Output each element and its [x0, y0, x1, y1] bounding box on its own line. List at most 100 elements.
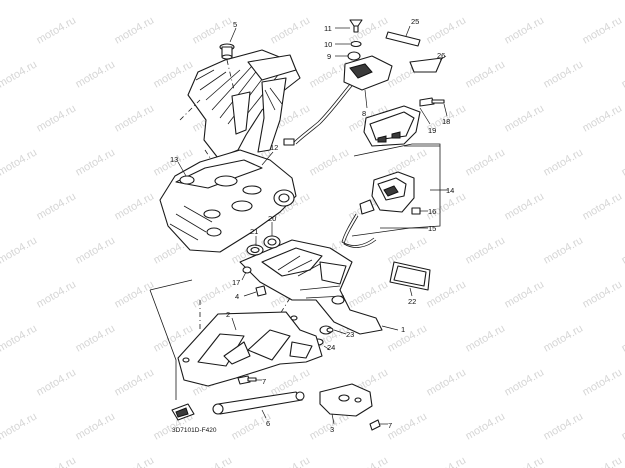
tail-light-group — [283, 19, 448, 147]
watermark-text: moto4.ru — [347, 454, 391, 468]
watermark-text: moto4.ru — [581, 366, 625, 398]
watermark-text: moto4.ru — [503, 454, 547, 468]
watermark-text: moto4.ru — [35, 102, 79, 134]
watermark-text: moto4.ru — [152, 0, 196, 3]
watermark-text: moto4.ru — [464, 58, 508, 90]
watermark-text: moto4.ru — [464, 234, 508, 266]
part-13-washer — [179, 175, 195, 185]
callout-7-left: 7 — [262, 377, 266, 386]
part-7-screw-left — [237, 375, 262, 385]
callout-25: 25 — [411, 17, 419, 26]
callout-22: 22 — [408, 297, 416, 306]
watermark-text: moto4.ru — [308, 146, 352, 178]
part-3-retainer — [319, 383, 373, 425]
watermark-text: moto4.ru — [386, 322, 430, 354]
watermark-text: moto4.ru — [74, 58, 118, 90]
watermark-text: moto4.ru — [0, 410, 39, 442]
callout-2: 2 — [226, 310, 230, 319]
watermark-text: moto4.ru — [347, 278, 391, 310]
watermark-text: moto4.ru — [542, 0, 586, 3]
watermark-text: moto4.ru — [503, 14, 547, 46]
watermark-text: moto4.ru — [191, 14, 235, 46]
watermark-text: moto4.ru — [74, 0, 118, 3]
watermark-text: moto4.ru — [503, 102, 547, 134]
callout-15: 15 — [428, 224, 436, 233]
callout-4: 4 — [235, 292, 239, 301]
watermark-text: moto4.ru — [425, 14, 469, 46]
watermark-text: moto4.ru — [0, 0, 39, 3]
callout-labels: 5 11 10 9 25 26 8 18 19 12 13 14 16 15 2… — [170, 17, 454, 434]
watermark-text: moto4.ru — [152, 58, 196, 90]
callout-16: 16 — [428, 207, 436, 216]
reference-icon — [171, 403, 195, 421]
watermark-text: moto4.ru — [464, 410, 508, 442]
watermark-text: moto4.ru — [620, 146, 625, 178]
callout-7-right: 7 — [388, 421, 392, 430]
callout-9: 9 — [327, 52, 331, 61]
watermark-text: moto4.ru — [620, 58, 625, 90]
watermark-text: moto4.ru — [386, 234, 430, 266]
part-1-main-bracket — [239, 222, 399, 351]
diagram-code: 3D7101D-F420 — [172, 427, 217, 434]
part-5-grommet — [219, 27, 237, 91]
callout-26: 26 — [437, 51, 445, 60]
watermark-text: moto4.ru — [113, 102, 157, 134]
watermark-text: moto4.ru — [0, 58, 39, 90]
watermark-text: moto4.ru — [542, 234, 586, 266]
watermark-text: moto4.ru — [620, 322, 625, 354]
watermark-text: moto4.ru — [74, 234, 118, 266]
watermark-text: moto4.ru — [581, 14, 625, 46]
callout-23: 23 — [346, 330, 354, 339]
watermark-text: moto4.ru — [191, 278, 235, 310]
watermark-text: moto4.ru — [542, 58, 586, 90]
watermark-text: moto4.ru — [581, 454, 625, 468]
watermark-text: moto4.ru — [620, 410, 625, 442]
watermark-text: moto4.ru — [308, 0, 352, 3]
callout-20: 20 — [268, 214, 276, 223]
watermark-text: moto4.ru — [191, 454, 235, 468]
callout-21: 21 — [250, 227, 258, 236]
watermark-text: moto4.ru — [581, 190, 625, 222]
watermark-text: moto4.ru — [35, 278, 79, 310]
watermark-text: moto4.ru — [35, 366, 79, 398]
watermark-text: moto4.ru — [425, 366, 469, 398]
callout-12: 12 — [270, 143, 278, 152]
watermark-text: moto4.ru — [35, 14, 79, 46]
watermark-text: moto4.ru — [425, 278, 469, 310]
watermark-text: moto4.ru — [230, 0, 274, 3]
part-22-license-light — [389, 261, 431, 297]
watermark-text: moto4.ru — [113, 454, 157, 468]
watermark-text: moto4.ru — [74, 146, 118, 178]
callout-18: 18 — [442, 117, 450, 126]
watermark-text: moto4.ru — [35, 190, 79, 222]
watermark-text: moto4.ru — [113, 14, 157, 46]
part-2-plate — [149, 279, 323, 400]
callout-1: 1 — [401, 325, 405, 334]
watermark-text: moto4.ru — [386, 0, 430, 3]
watermark-text: moto4.ru — [269, 14, 313, 46]
frame-section — [179, 49, 301, 171]
watermark-text: moto4.ru — [620, 234, 625, 266]
callout-8: 8 — [362, 109, 366, 118]
watermark-text: moto4.ru — [113, 190, 157, 222]
callout-10: 10 — [324, 40, 332, 49]
callout-6: 6 — [266, 419, 270, 428]
callout-19: 19 — [428, 126, 436, 135]
watermark-text: moto4.ru — [503, 278, 547, 310]
callout-3: 3 — [330, 425, 334, 434]
watermark-text: moto4.ru — [542, 410, 586, 442]
watermark-text: moto4.ru — [269, 454, 313, 468]
watermark-text: moto4.ru — [542, 146, 586, 178]
callout-14: 14 — [446, 186, 454, 195]
watermark-text: moto4.ru — [113, 278, 157, 310]
watermark-text: moto4.ru — [74, 322, 118, 354]
watermark-text: moto4.ru — [581, 102, 625, 134]
part-12-rear-fender — [159, 149, 297, 253]
watermark-text: moto4.ru — [464, 0, 508, 3]
callout-13: 13 — [170, 155, 178, 164]
watermark-text: moto4.ru — [425, 454, 469, 468]
watermark-text: moto4.ru — [0, 322, 39, 354]
watermark-text: moto4.ru — [464, 322, 508, 354]
part-6-bar — [212, 391, 305, 419]
